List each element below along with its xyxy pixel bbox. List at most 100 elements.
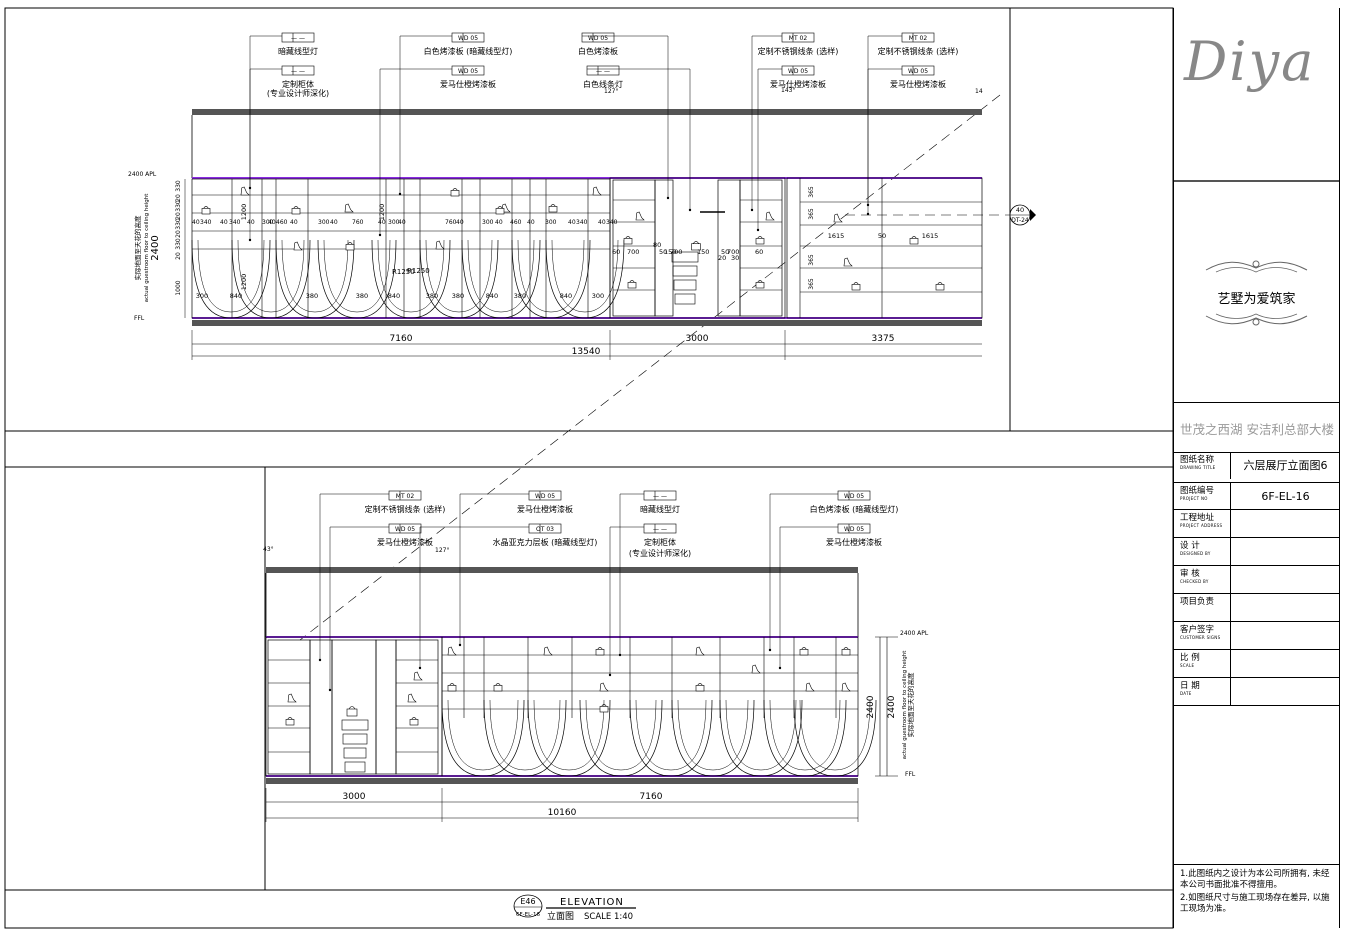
tag-label: 爱马仕橙烤漆板 — [517, 504, 573, 514]
leader-dot — [618, 653, 622, 657]
inner-dimension: 700 — [670, 248, 682, 256]
row-value — [1230, 650, 1340, 677]
row-value — [1230, 594, 1340, 621]
inner-dimension: 1615 — [922, 232, 939, 240]
display-box — [671, 251, 699, 263]
inner-dimension: 840 — [486, 292, 498, 300]
handbag-body — [495, 208, 505, 215]
handbag-icon — [548, 204, 558, 213]
leader-line — [399, 35, 452, 194]
tag-code: WD 05 — [588, 35, 608, 42]
section-marker[interactable]: 40 DT-24 — [1009, 204, 1036, 226]
leader-dot — [398, 192, 402, 196]
tag-code: WD 05 — [844, 526, 864, 533]
apl-label: 2400 APL — [900, 630, 929, 637]
handbag-body — [909, 238, 919, 245]
arch-curve — [799, 699, 871, 771]
handbag-body — [409, 719, 419, 726]
handbag-icon — [755, 280, 765, 289]
leader-line — [757, 68, 782, 230]
arch-curve — [323, 239, 391, 313]
handbag-body — [447, 685, 457, 692]
inner-dimension: 340 — [200, 219, 212, 226]
arch-curve — [231, 239, 311, 319]
handbag-body — [345, 244, 355, 251]
handbag-body — [627, 282, 637, 289]
door-panel — [739, 179, 783, 317]
inner-dimension: 300 — [545, 219, 557, 226]
leader-line — [867, 35, 902, 205]
leader-line — [582, 35, 669, 198]
inner-dimension: 300 — [196, 292, 208, 300]
shoe-icon — [751, 664, 761, 674]
leader-dot — [756, 228, 760, 232]
handbag-icon — [627, 280, 637, 289]
tag-box — [837, 523, 871, 534]
inner-dimension: 380 — [514, 292, 526, 300]
inner-dimension: 380 — [452, 292, 464, 300]
arch-curve — [447, 699, 519, 771]
section-dashed-line — [299, 94, 1001, 641]
tag-code: WD 05 — [458, 68, 478, 75]
display-box — [673, 279, 697, 291]
leader-line — [319, 493, 389, 660]
tag-code: MT 02 — [909, 35, 928, 42]
ornament-icon — [1205, 260, 1308, 273]
arch-curve — [579, 699, 663, 777]
arch-curve — [419, 239, 499, 319]
tag-code: MT 02 — [789, 35, 808, 42]
tag-label: 白色线条灯 — [583, 79, 623, 89]
tag-box — [643, 523, 677, 534]
inner-dimension: 340 — [606, 219, 618, 226]
handbag-icon — [285, 717, 295, 726]
side-dimension: 20 — [175, 194, 182, 202]
row-label-en: DATE — [1180, 691, 1192, 696]
side-dimension: 20 — [175, 230, 182, 238]
side-dimension: 20 — [175, 212, 182, 220]
arch-curve — [275, 239, 355, 319]
door-panel — [375, 639, 397, 775]
floor-slab — [266, 778, 858, 784]
inner-dimension: 340 — [576, 219, 588, 226]
arch-cabinet-frame — [441, 636, 859, 777]
handbag-handle — [293, 206, 299, 209]
arch-curve — [793, 699, 877, 777]
top-viewport — [4, 7, 1011, 432]
row-label-cn: 审 核 — [1180, 569, 1200, 579]
row-value: 6F-EL-16 — [1230, 483, 1340, 510]
tag-box — [388, 490, 422, 501]
handbag-body — [851, 284, 861, 291]
tag-box — [781, 65, 815, 76]
row-value — [1230, 538, 1340, 565]
shoe-icon — [447, 646, 457, 656]
tag-code: OT 03 — [536, 526, 554, 533]
arch-curve — [191, 239, 271, 319]
row-label-en: PROJECT NO — [1180, 496, 1208, 501]
handbag-handle — [629, 280, 635, 283]
leader-dot — [866, 212, 870, 216]
shoe-icon — [240, 186, 250, 196]
dimension-label: 3000 — [343, 792, 366, 802]
shoe-icon — [344, 203, 354, 213]
handbag-handle — [757, 236, 763, 239]
handbag-handle — [550, 204, 556, 207]
inner-dimension: 700 — [627, 248, 639, 256]
inner-dimension: 300 — [388, 219, 400, 226]
tag-box — [528, 490, 562, 501]
tag-label: 白色烤漆板 (暗藏线型灯) — [810, 504, 899, 514]
handbag-body — [623, 238, 633, 245]
brand-area: 艺墅为爱筑家 — [1174, 180, 1339, 403]
leader-dot — [318, 658, 322, 662]
shoe-icon — [543, 646, 553, 656]
tag-box — [781, 32, 815, 43]
inner-dimension: 340 — [229, 219, 241, 226]
display-box — [341, 719, 369, 731]
